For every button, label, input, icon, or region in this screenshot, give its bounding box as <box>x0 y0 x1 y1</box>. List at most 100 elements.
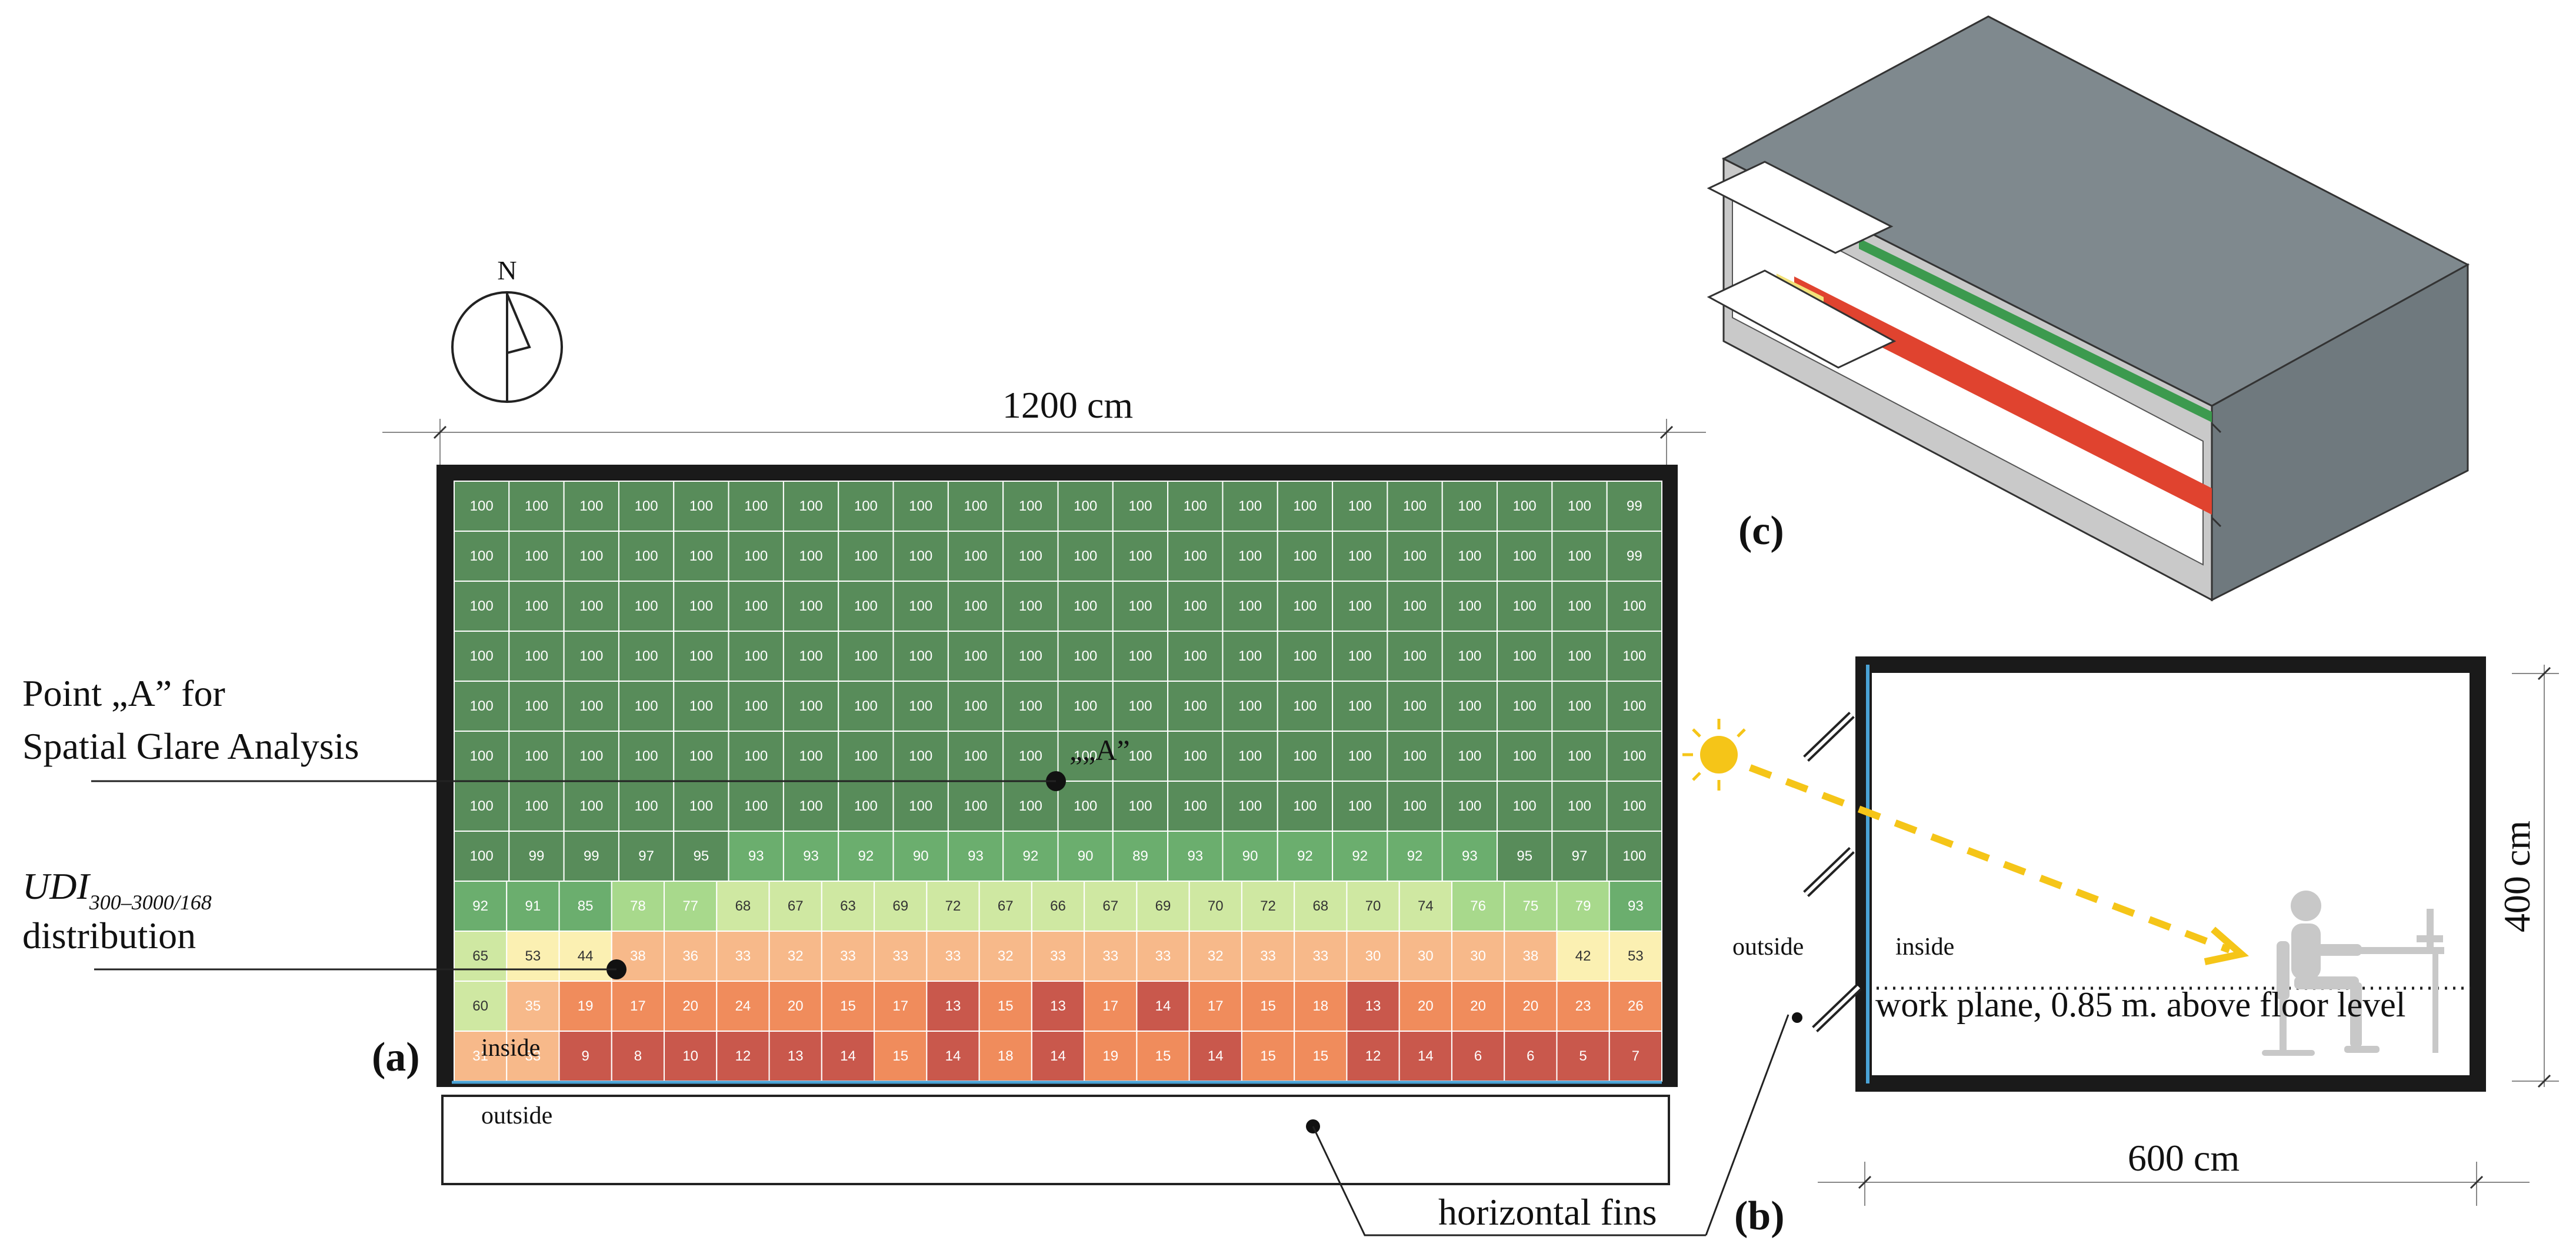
heatmap-cell-label: 100 <box>689 548 713 564</box>
heatmap-cell-label: 100 <box>1238 498 1262 514</box>
heatmap-cell-label: 14 <box>1208 1048 1224 1064</box>
heatmap-cell-label: 100 <box>470 598 494 614</box>
heatmap-cell-label: 100 <box>1293 798 1317 814</box>
heatmap-cell-label: 100 <box>744 598 768 614</box>
heatmap-cell-label: 100 <box>799 798 823 814</box>
heatmap-cell-label: 100 <box>964 548 987 564</box>
heatmap-cell-label: 92 <box>472 898 488 914</box>
heatmap-cell <box>1222 731 1278 782</box>
heatmap-cell-label: 100 <box>1568 748 1591 764</box>
heatmap-cell <box>1167 481 1224 532</box>
heatmap-cell-label: 15 <box>1260 1048 1276 1064</box>
heatmap-cell-label: 66 <box>1050 898 1066 914</box>
heatmap-cell <box>838 731 894 782</box>
heatmap-cell-label: 100 <box>1568 548 1591 564</box>
heatmap-cell <box>1188 931 1242 982</box>
heatmap-cell <box>1136 1031 1190 1082</box>
heatmap-cell-label: 100 <box>1403 498 1427 514</box>
heatmap-cell-label: 13 <box>945 998 961 1014</box>
point-a-caption-line2: Spatial Glare Analysis <box>22 725 359 767</box>
heatmap-cell-label: 15 <box>840 998 856 1014</box>
heatmap-cell-label: 31 <box>472 1048 488 1064</box>
heatmap-cell <box>1188 981 1242 1032</box>
heatmap-cell <box>1497 631 1553 682</box>
heatmap-cell-label: 100 <box>1128 598 1152 614</box>
heatmap-cell <box>1222 831 1278 882</box>
heatmap-cell <box>1551 781 1608 832</box>
heatmap-cell <box>664 881 718 932</box>
heatmap-cell-label: 100 <box>1128 548 1152 564</box>
heatmap-cell <box>1222 531 1278 582</box>
sun-ray <box>1748 764 2231 953</box>
heatmap-cell-label: 100 <box>964 698 987 714</box>
heatmap-cell-label: 100 <box>744 548 768 564</box>
heatmap-cell-label: 100 <box>635 698 658 714</box>
heatmap-cell <box>838 831 894 882</box>
heatmap-cell-label: 100 <box>799 498 823 514</box>
heatmap-cell <box>1136 931 1190 982</box>
heatmap-cell-label: 99 <box>584 848 599 864</box>
heatmap-cell <box>1002 531 1059 582</box>
heatmap-cell <box>454 781 510 832</box>
heatmap-cell <box>728 831 784 882</box>
heatmap-cell <box>673 681 729 732</box>
heatmap-cell <box>1136 981 1190 1032</box>
heatmap-cell <box>611 881 665 932</box>
heatmap-cell <box>838 481 894 532</box>
heatmap-cell <box>563 831 619 882</box>
heatmap-cell <box>508 731 565 782</box>
heatmap-cell-label: 20 <box>788 998 804 1014</box>
axo-upper-fin <box>1707 161 1894 254</box>
heatmap-cell-label: 70 <box>1365 898 1381 914</box>
heatmap-cell-label: 100 <box>689 698 713 714</box>
heatmap-cell <box>1057 581 1114 632</box>
heatmap-cell <box>1057 631 1114 682</box>
heatmap-cell-label: 100 <box>689 748 713 764</box>
heatmap-cell <box>838 581 894 632</box>
heatmap-cell-label: 15 <box>892 1048 908 1064</box>
heatmap-cell-label: 100 <box>525 498 548 514</box>
point-a-label: „„A” <box>1069 733 1130 766</box>
heatmap-cell-label: 100 <box>1238 548 1262 564</box>
heatmap-cell-label: 38 <box>630 948 646 964</box>
heatmap-cell-label: 70 <box>1208 898 1224 914</box>
heatmap-cell-label: 6 <box>1527 1048 1534 1064</box>
heatmap-cell <box>1332 831 1388 882</box>
heatmap-cell-label: 100 <box>1458 798 1481 814</box>
heatmap-cell-label: 33 <box>1155 948 1171 964</box>
heatmap-cell-label: 13 <box>788 1048 804 1064</box>
point-a-caption-line1: Point „A” for <box>22 672 225 714</box>
heatmap-cell-label: 100 <box>470 748 494 764</box>
heatmap-cell <box>1398 1031 1452 1082</box>
heatmap-cell-label: 100 <box>525 548 548 564</box>
heatmap-cell <box>1167 681 1224 732</box>
heatmap-cell-label: 100 <box>799 748 823 764</box>
heatmap-cell-label: 18 <box>1312 998 1328 1014</box>
heatmap-cell-label: 100 <box>525 648 548 664</box>
heatmap-cell-label: 100 <box>1403 748 1427 764</box>
heatmap-cell-label: 100 <box>1074 598 1097 614</box>
heatmap-cell-label: 33 <box>735 948 751 964</box>
heatmap-cell-label: 92 <box>1407 848 1423 864</box>
heatmap-cell-label: 100 <box>744 698 768 714</box>
heatmap-cell-label: 100 <box>525 698 548 714</box>
heatmap-cell-label: 15 <box>1312 1048 1328 1064</box>
heatmap-cell <box>1346 1031 1400 1082</box>
heatmap-cell-label: 100 <box>744 798 768 814</box>
heatmap-cell-label: 14 <box>1418 1048 1434 1064</box>
heatmap-cell-label: 100 <box>964 598 987 614</box>
heatmap-cell <box>1112 681 1169 732</box>
heatmap-cell-label: 100 <box>1568 698 1591 714</box>
heatmap-cell-label: 100 <box>854 498 878 514</box>
heatmap-cell-label: 63 <box>840 898 856 914</box>
heatmap-cell <box>1277 781 1334 832</box>
heatmap-cell <box>1608 881 1662 932</box>
heatmap-cell-label: 91 <box>525 898 541 914</box>
fins-leader <box>1306 1012 1802 1236</box>
heatmap-cell <box>1002 781 1059 832</box>
heatmap-cell-label: 100 <box>1622 748 1646 764</box>
heatmap-cell <box>1441 581 1498 632</box>
section-height-label: 400 cm <box>2496 821 2538 932</box>
heatmap-cell-label: 100 <box>1568 798 1591 814</box>
heatmap-cell-label: 100 <box>909 798 932 814</box>
